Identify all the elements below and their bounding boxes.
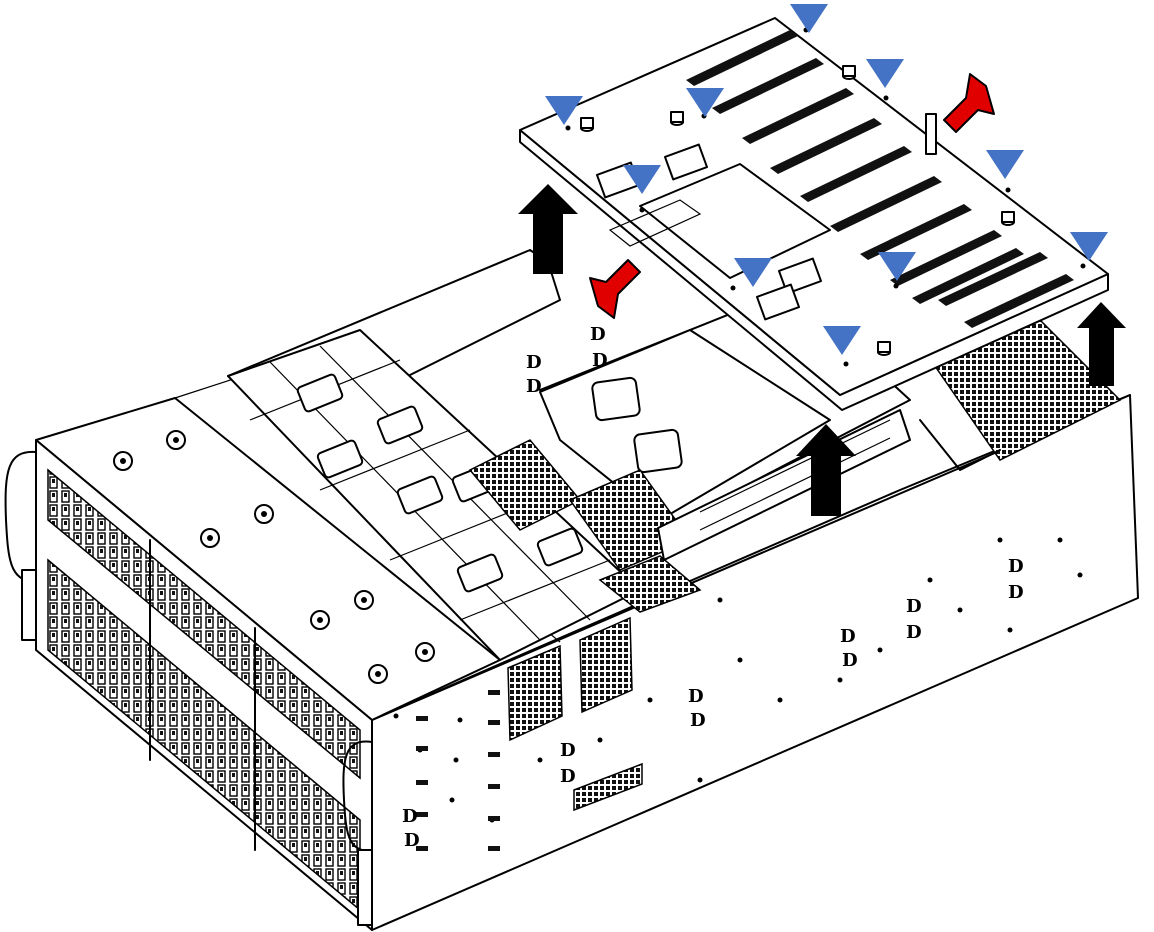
side-panel-slots [416, 690, 500, 851]
lift-arrows [518, 184, 1126, 516]
svg-text:D: D [688, 686, 704, 707]
side-panel-clips: DDD DDD DDD DDD DDD D [402, 324, 1024, 851]
board-standoffs [580, 65, 1015, 356]
left-handle [4, 450, 37, 583]
triangle-down-icon [734, 258, 772, 287]
arrow-up-icon [1077, 302, 1126, 386]
svg-text:D: D [690, 710, 706, 731]
arrow-up-icon [796, 424, 856, 516]
svg-text:D: D [1008, 556, 1024, 577]
triangle-down-icon [878, 252, 916, 281]
arrow-up-icon [518, 184, 578, 274]
triangle-down-icon [545, 96, 583, 125]
triangle-down-icon [790, 4, 828, 33]
svg-text:D: D [590, 324, 606, 345]
triangle-down-icon [986, 150, 1024, 179]
pointer-arrows [589, 73, 995, 319]
svg-text:D: D [404, 830, 420, 851]
triangle-down-icon [823, 326, 861, 355]
svg-text:D: D [906, 622, 922, 643]
server-chassis: DDD DDD DDD DDD DDD D [4, 249, 1139, 931]
left-rack-ear [21, 569, 37, 641]
svg-text:D: D [1008, 582, 1024, 603]
side-vent-3 [573, 762, 643, 812]
motherboard-pcb [519, 17, 1109, 396]
svg-text:D: D [842, 650, 858, 671]
pcie-slots [686, 30, 1074, 328]
cover-screws [113, 430, 435, 684]
triangle-down-icon [623, 165, 661, 194]
board-screw-holes [565, 27, 1086, 367]
svg-text:D: D [526, 376, 542, 397]
side-panel-holes [393, 537, 1083, 823]
screw-markers [545, 4, 1108, 355]
side-vent-1 [507, 644, 563, 742]
right-handle [342, 740, 373, 853]
triangle-down-icon [1070, 232, 1108, 261]
svg-text:D: D [560, 740, 576, 761]
fan-tray [227, 329, 641, 661]
side-vent-2 [579, 616, 633, 714]
right-rack-ear [357, 849, 373, 926]
fan-units [296, 373, 584, 593]
svg-text:D: D [906, 596, 922, 617]
cpu-air-shroud [539, 329, 831, 521]
svg-text:D: D [840, 626, 856, 647]
triangle-down-icon [686, 88, 724, 117]
svg-text:D: D [526, 352, 542, 373]
cpu-socket [639, 163, 831, 279]
svg-text:D: D [402, 806, 418, 827]
arrow-pointer-icon [943, 73, 995, 133]
arrow-pointer-icon [589, 259, 641, 319]
heatsink-3 [598, 555, 702, 613]
triangle-down-icon [866, 59, 904, 88]
svg-text:D: D [560, 766, 576, 787]
header-pin [925, 113, 937, 155]
motherboard [519, 17, 1109, 411]
